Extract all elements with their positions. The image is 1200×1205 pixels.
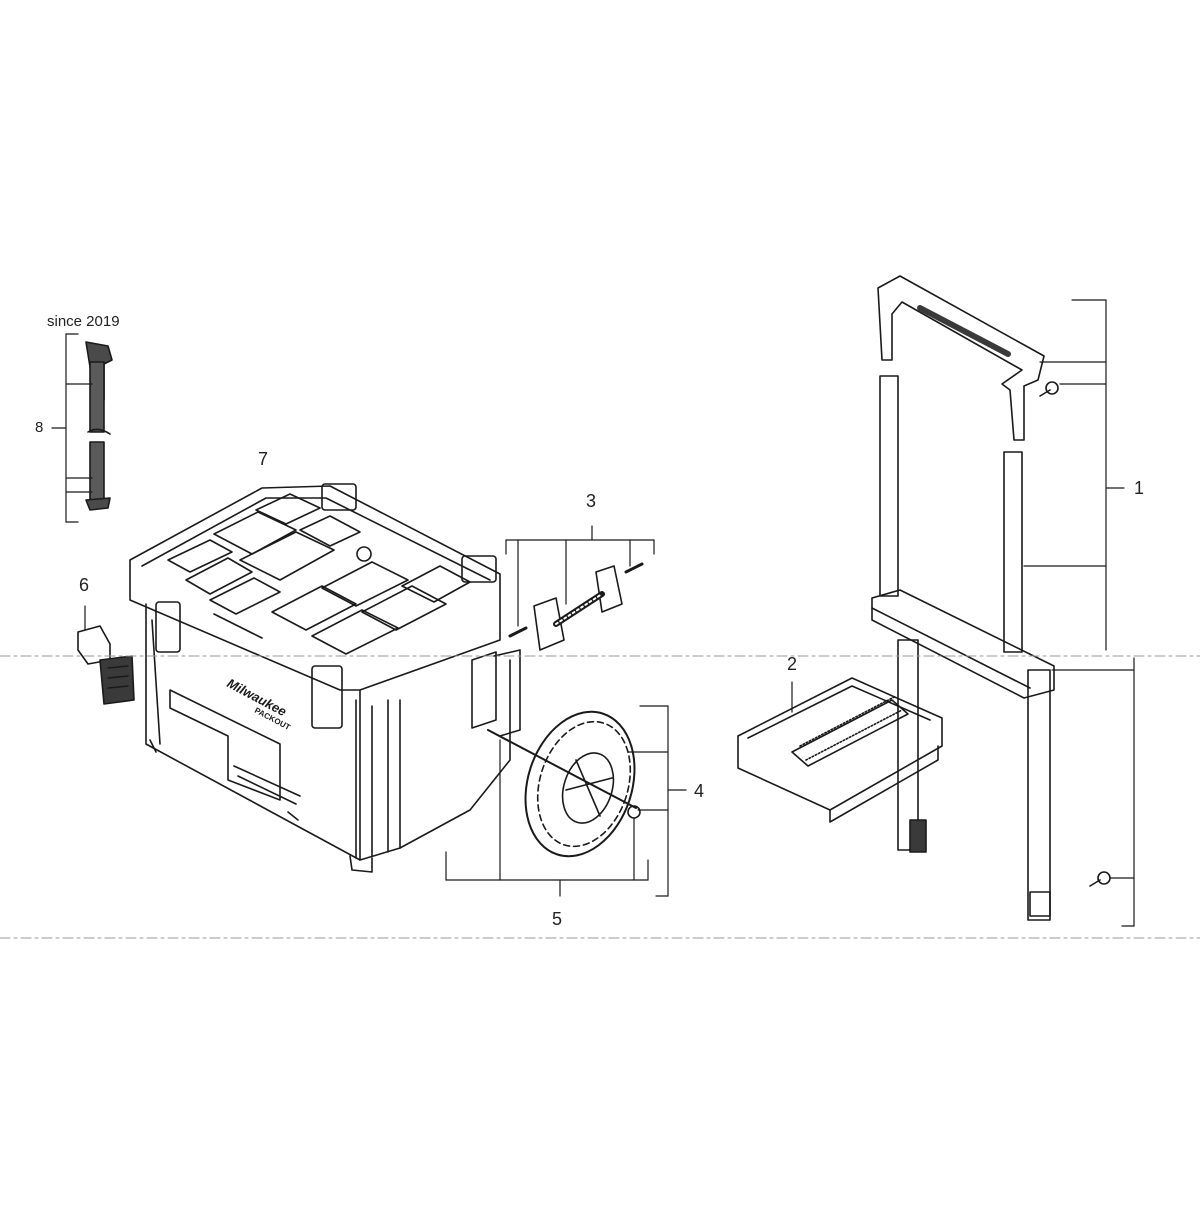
part-7-toolbox bbox=[129, 483, 521, 873]
label-7: 7 bbox=[258, 449, 269, 469]
part-8-bracket bbox=[51, 333, 93, 523]
part-4-bracket bbox=[627, 705, 687, 897]
label-6: 6 bbox=[79, 575, 90, 595]
part-1-bracket bbox=[1023, 299, 1135, 927]
label-8: 8 bbox=[35, 419, 44, 436]
part-3-bracket bbox=[505, 525, 655, 627]
label-5: 5 bbox=[552, 909, 563, 929]
label-1: 1 bbox=[1134, 478, 1145, 498]
part-4-wheel bbox=[487, 710, 641, 858]
part-3-handle bbox=[508, 562, 644, 651]
part-6-latch bbox=[77, 625, 135, 705]
part-2-tray bbox=[737, 677, 943, 823]
label-2: 2 bbox=[787, 654, 798, 674]
part-1-telescoping-handle bbox=[871, 275, 1111, 921]
scan-seam bbox=[0, 655, 1200, 939]
milwaukee-logo: Milwaukee PACKOUT bbox=[225, 675, 292, 732]
since-2019-note: since 2019 bbox=[47, 313, 120, 330]
label-4: 4 bbox=[694, 781, 705, 801]
part-8-side-rail bbox=[85, 341, 113, 511]
part-5-bracket bbox=[445, 739, 649, 897]
label-3: 3 bbox=[586, 491, 597, 511]
